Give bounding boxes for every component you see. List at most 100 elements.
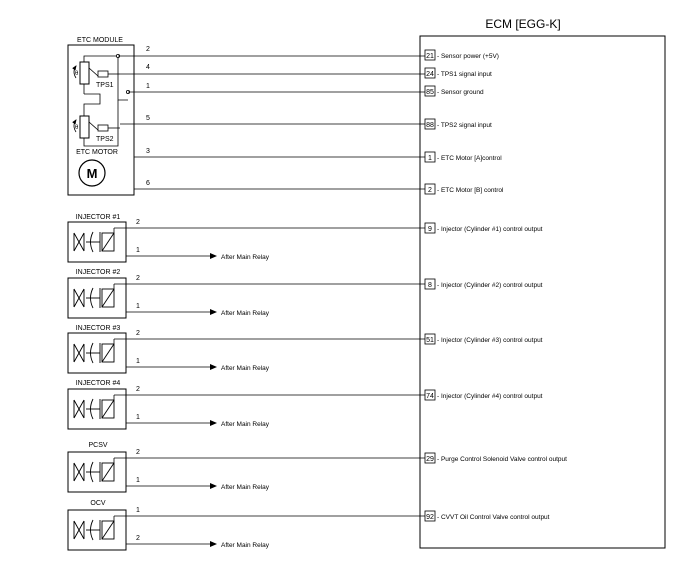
- valve-label: INJECTOR #1: [76, 214, 121, 221]
- signal-pin-label: 2: [136, 275, 140, 282]
- ecm-pin-description: - Injector (Cylinder #4) control output: [437, 393, 543, 400]
- solenoid-valve-icon: [73, 398, 115, 420]
- relay-label: After Main Relay: [221, 484, 270, 491]
- etc-module-label: ETC MODULE: [77, 37, 123, 44]
- signal-pin-label: 2: [136, 386, 140, 393]
- etc-wire-motor-b: 6 2 - ETC Motor [B] control: [134, 180, 504, 195]
- svg-text:1: 1: [428, 155, 432, 162]
- svg-text:- Sensor power (+5V): - Sensor power (+5V): [437, 53, 499, 60]
- ecm-pin-number: 51: [426, 337, 434, 344]
- ecm-pin-description: - Injector (Cylinder #2) control output: [437, 282, 543, 289]
- solenoid-valve-icon: [73, 461, 115, 483]
- tps1-label: TPS1: [96, 82, 114, 89]
- ecm-pin-description: - CVVT Oil Control Valve control output: [437, 514, 550, 521]
- svg-text:88: 88: [426, 122, 434, 129]
- tps2-sensor-icon: θ: [72, 106, 109, 139]
- solenoid-valve-icon: [73, 287, 115, 309]
- svg-text:21: 21: [426, 53, 434, 60]
- etc-wire-sensor-power: 2 21 - Sensor power (+5V): [118, 46, 499, 61]
- ecm-pin-number: 74: [426, 393, 434, 400]
- power-pin-label: 1: [136, 414, 140, 421]
- tps1-theta-label: θ: [75, 71, 79, 77]
- svg-text:3: 3: [146, 148, 150, 155]
- svg-text:- TPS2 signal input: - TPS2 signal input: [437, 122, 492, 129]
- svg-text:24: 24: [426, 71, 434, 78]
- signal-pin-label: 2: [136, 330, 140, 337]
- valve-row: INJECTOR #2 2 8 - Injector (Cylinder #2) co…: [67, 269, 543, 319]
- relay-label: After Main Relay: [221, 310, 270, 317]
- valve-box: [67, 332, 127, 374]
- valve-box: [67, 388, 127, 430]
- etc-motor-label: ETC MOTOR: [76, 149, 118, 156]
- svg-text:- ETC Motor [B] control: - ETC Motor [B] control: [437, 187, 504, 194]
- signal-pin-label: 1: [136, 507, 140, 514]
- ecm-pin-number: 92: [426, 514, 434, 521]
- ecm-pin-box: [424, 222, 436, 234]
- svg-text:5: 5: [146, 115, 150, 122]
- ecm-pin-description: - Injector (Cylinder #1) control output: [437, 226, 543, 233]
- svg-text:- ETC Motor [A]control: - ETC Motor [A]control: [437, 155, 502, 162]
- signal-pin-label: 2: [136, 219, 140, 226]
- ecm-pin-box: [424, 333, 436, 345]
- ecm-pin-number: 8: [428, 282, 432, 289]
- valve-box: [67, 221, 127, 263]
- valve-box: [67, 277, 127, 319]
- valve-row: PCSV 2 29- Purge Control Solenoid Valve co…: [67, 442, 567, 493]
- ecm-pin-description: - Injector (Cylinder #3) control output: [437, 337, 543, 344]
- svg-text:85: 85: [426, 89, 434, 96]
- solenoid-valve-icon: [73, 231, 115, 253]
- relay-label: After Main Relay: [221, 542, 270, 549]
- valve-label: PCSV: [88, 442, 107, 449]
- tps2-theta-label: θ: [75, 125, 79, 131]
- ecm-pin-box: [424, 452, 436, 464]
- ecm-pin-box: [424, 389, 436, 401]
- etc-module-box: [67, 44, 135, 196]
- power-pin-label: 2: [136, 535, 140, 542]
- signal-pin-label: 2: [136, 449, 140, 456]
- valve-label: OCV: [90, 500, 106, 507]
- valve-box: [67, 509, 127, 551]
- valve-label: INJECTOR #3: [76, 325, 121, 332]
- ecm-pin-box: [424, 278, 436, 290]
- relay-label: After Main Relay: [221, 254, 270, 261]
- etc-wire-motor-a: 3 1 - ETC Motor [A]control: [134, 148, 502, 163]
- svg-text:- TPS1 signal input: - TPS1 signal input: [437, 71, 492, 78]
- ecm-title: ECM [EGG-K]: [485, 17, 560, 31]
- etc-module-internal-wiring: [83, 54, 131, 147]
- svg-text:- Sensor ground: - Sensor ground: [437, 89, 484, 96]
- ecm-pin-number: 29: [426, 456, 434, 463]
- relay-label: After Main Relay: [221, 421, 270, 428]
- tps1-sensor-icon: θ: [72, 61, 109, 94]
- etc-wire-sensor-ground: 1 85 - Sensor ground: [128, 83, 484, 97]
- svg-text:2: 2: [428, 187, 432, 194]
- valve-label: INJECTOR #2: [76, 269, 121, 276]
- motor-icon: [78, 159, 106, 187]
- svg-text:4: 4: [146, 64, 150, 71]
- solenoid-valve-icon: [73, 342, 115, 364]
- valve-label: INJECTOR #4: [76, 380, 121, 387]
- valve-box: [67, 451, 127, 493]
- ecm-pin-number: 9: [428, 226, 432, 233]
- solenoid-valve-icon: [73, 519, 115, 541]
- valve-row: INJECTOR #4 2 74- Injector (Cylinder #4) c…: [67, 380, 543, 430]
- svg-text:6: 6: [146, 180, 150, 187]
- relay-label: After Main Relay: [221, 365, 270, 372]
- power-pin-label: 1: [136, 477, 140, 484]
- valve-row: OCV 1 92- CVVT Oil Control Valve control o…: [67, 500, 550, 551]
- power-pin-label: 1: [136, 303, 140, 310]
- ecm-pin-description: - Purge Control Solenoid Valve control o…: [437, 456, 567, 463]
- ecm-pin-box: [424, 510, 436, 522]
- power-pin-label: 1: [136, 358, 140, 365]
- etc-wire-tps1-signal: 4 24 - TPS1 signal input: [120, 64, 492, 79]
- valve-row: INJECTOR #1 2 9 - Injector (Cylinder #1) co…: [67, 214, 543, 263]
- tps2-label: TPS2: [96, 136, 114, 143]
- valve-row: INJECTOR #3 2 51- Injector (Cylinder #3) c…: [67, 325, 543, 374]
- etc-wire-tps2-signal: 5 88 - TPS2 signal input: [120, 115, 492, 130]
- valve-rows: INJECTOR #129- Injector (Cylinder #1) co…: [67, 214, 567, 551]
- power-pin-label: 1: [136, 247, 140, 254]
- svg-text:1: 1: [146, 83, 150, 90]
- svg-text:2: 2: [146, 46, 150, 53]
- ecm-block: [419, 35, 666, 549]
- motor-symbol: M: [87, 166, 98, 181]
